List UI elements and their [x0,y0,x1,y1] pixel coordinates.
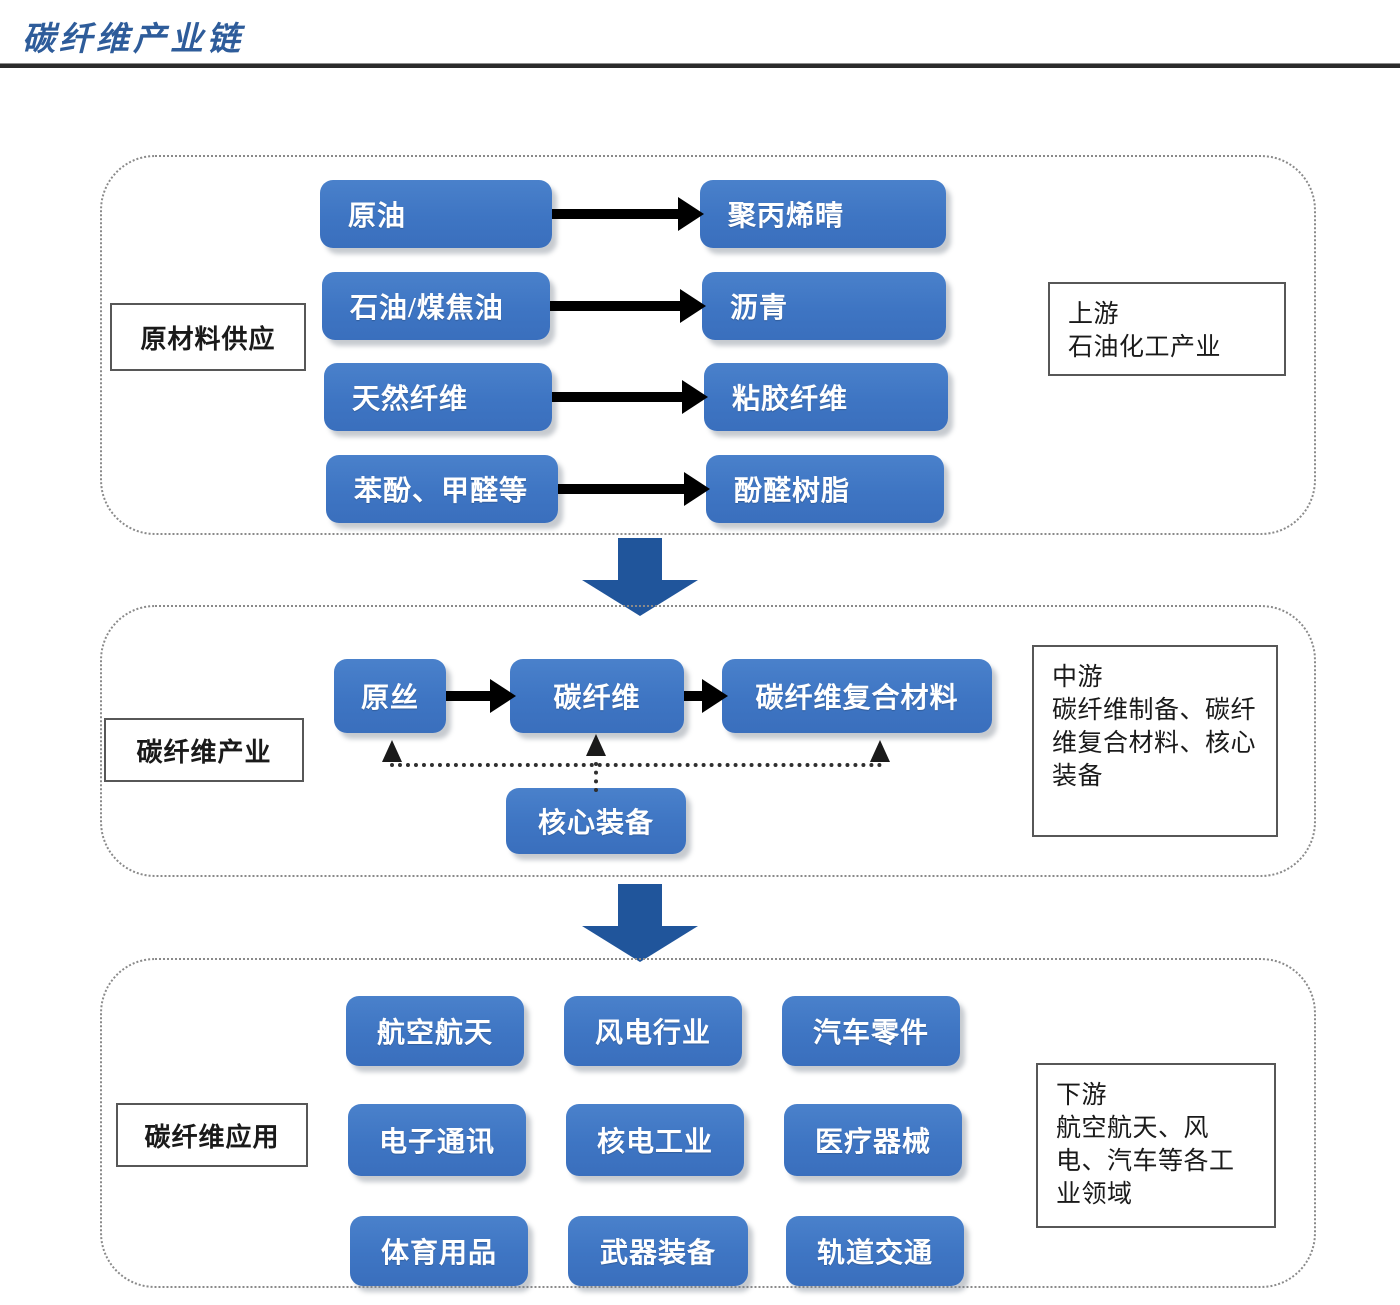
section-midstream [100,605,1316,877]
tier-note-downstream: 下游 航空航天、风电、汽车等各工业领域 [1036,1063,1276,1228]
arrow-right-icon [558,472,710,506]
tier-note-midstream-head: 中游 [1052,664,1104,691]
node-natural-fiber[interactable]: 天然纤维 [324,363,552,431]
node-viscose-fiber[interactable]: 粘胶纤维 [704,363,948,431]
tier-note-downstream-head: 下游 [1056,1082,1108,1109]
dotted-feedback-line [390,763,882,767]
tier-note-upstream-body: 石油化工产业 [1068,334,1222,361]
section-upstream [100,155,1316,535]
node-nuclear-power-industry[interactable]: 核电工业 [566,1104,744,1176]
arrow-down-icon-midstream-to-downstream [582,884,698,962]
arrow-right-icon [552,380,708,414]
node-electronics-communication[interactable]: 电子通讯 [348,1104,526,1176]
node-carbon-fiber-composite[interactable]: 碳纤维复合材料 [722,659,992,733]
arrow-right-icon [552,197,704,231]
arrow-up-icon-to-composite [870,740,890,762]
tier-note-midstream: 中游 碳纤维制备、碳纤维复合材料、核心装备 [1032,645,1278,837]
title-divider [0,63,1400,68]
stage-label-carbon-fiber-applications: 碳纤维应用 [116,1103,308,1167]
tier-note-downstream-body: 航空航天、风电、汽车等各工业领域 [1056,1115,1235,1208]
arrow-right-icon [550,289,706,323]
node-pitch[interactable]: 沥青 [702,272,946,340]
node-wind-power-industry[interactable]: 风电行业 [564,996,742,1066]
node-phenol-formaldehyde[interactable]: 苯酚、甲醛等 [326,455,558,523]
node-aerospace[interactable]: 航空航天 [346,996,524,1066]
tier-note-upstream: 上游 石油化工产业 [1048,282,1286,376]
node-core-equipment[interactable]: 核心装备 [506,788,686,854]
arrow-up-icon-to-carbon-fiber [586,734,606,756]
arrow-up-icon-to-precursor [382,740,402,762]
node-rail-transit[interactable]: 轨道交通 [786,1216,964,1286]
arrow-right-icon [446,679,516,713]
tier-note-upstream-head: 上游 [1068,301,1120,328]
node-sporting-goods[interactable]: 体育用品 [350,1216,528,1286]
section-downstream [100,958,1316,1288]
stage-label-raw-material: 原材料供应 [110,303,306,371]
arrow-down-icon-upstream-to-midstream [582,538,698,616]
node-phenolic-resin[interactable]: 酚醛树脂 [706,455,944,523]
node-medical-devices[interactable]: 医疗器械 [784,1104,962,1176]
dotted-equipment-line [594,762,598,792]
node-precursor-filament[interactable]: 原丝 [334,659,446,733]
node-carbon-fiber[interactable]: 碳纤维 [510,659,684,733]
stage-label-carbon-fiber-industry: 碳纤维产业 [104,718,304,782]
node-crude-oil[interactable]: 原油 [320,180,552,248]
node-weapons-equipment[interactable]: 武器装备 [568,1216,748,1286]
page-title: 碳纤维产业链 [22,22,244,58]
node-polyacrylonitrile[interactable]: 聚丙烯晴 [700,180,946,248]
node-automotive-parts[interactable]: 汽车零件 [782,996,960,1066]
node-petroleum-coal-tar[interactable]: 石油/煤焦油 [322,272,550,340]
arrow-right-icon [684,679,728,713]
tier-note-midstream-body: 碳纤维制备、碳纤维复合材料、核心装备 [1052,697,1257,790]
